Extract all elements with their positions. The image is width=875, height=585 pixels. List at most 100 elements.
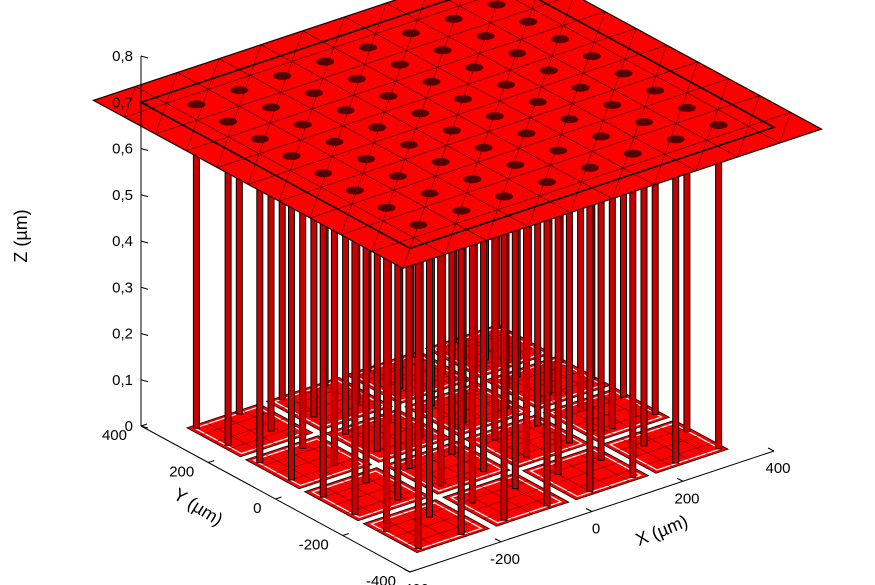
pillar — [543, 181, 551, 507]
top-mesh-diagonal — [155, 72, 178, 135]
bottom-mesh-line — [576, 452, 631, 482]
pillar-head-mesh — [474, 143, 493, 152]
pillar-head-mesh — [465, 63, 484, 72]
pillar-head-mesh — [347, 74, 366, 83]
x-tick-label: -400 — [399, 581, 429, 585]
top-mesh-diagonal — [570, 28, 637, 213]
pillar-head-mesh — [377, 203, 396, 212]
z-tick — [140, 101, 149, 105]
pillar-head-mesh — [433, 46, 452, 55]
y-tick-label: 0 — [253, 500, 261, 517]
bottom-mesh-line — [549, 460, 622, 486]
pillar-head-mesh — [400, 140, 418, 149]
pillar-head-mesh — [508, 49, 527, 58]
pillar-head-mesh — [357, 155, 376, 163]
x-tick — [676, 477, 684, 482]
pillar-head-mesh — [580, 163, 599, 172]
x-tick-label: -200 — [490, 551, 520, 568]
y-tick-label: -200 — [299, 537, 329, 554]
pillar-head-mesh — [336, 106, 355, 115]
pillar-head-mesh — [476, 32, 495, 41]
top-plate-frame — [138, 0, 777, 250]
pillar-head-mesh — [485, 112, 504, 121]
pillar-head-mesh — [506, 160, 525, 169]
z-tick-label: 0,2 — [112, 326, 133, 343]
pillar — [586, 167, 594, 493]
z-tick — [140, 148, 149, 151]
pillar-head-mesh — [230, 86, 249, 95]
pillar-head-mesh — [452, 206, 471, 215]
pillar-head-mesh — [560, 115, 579, 124]
pillar-head-mesh — [444, 14, 463, 23]
x-tick — [767, 447, 775, 452]
pillar-head-mesh — [273, 71, 292, 80]
y-tick — [409, 569, 417, 573]
pillar-head-mesh — [409, 220, 428, 229]
pillar-head-mesh — [666, 135, 685, 144]
pillar-head-mesh — [282, 152, 301, 161]
top-mesh-diagonal — [737, 95, 760, 158]
pillar — [672, 138, 680, 464]
bottom-mesh-line — [656, 425, 711, 456]
z-tick — [140, 379, 149, 383]
pillar-head-mesh — [431, 158, 450, 166]
pillar-head-mesh — [519, 17, 538, 26]
pillar — [457, 210, 465, 535]
z-tick — [140, 425, 149, 429]
bottom-mesh-line — [259, 442, 332, 468]
bottom-block-border — [310, 470, 425, 519]
pillar-head-mesh — [592, 132, 611, 141]
pillar-head-mesh — [411, 109, 430, 118]
z-tick — [140, 55, 149, 59]
bottom-mesh-line — [299, 441, 354, 471]
pillar-head-mesh — [314, 169, 333, 178]
pillar — [629, 153, 637, 478]
pillar-head-mesh — [293, 120, 312, 129]
bottom-mesh-line — [628, 434, 702, 459]
bottom-block-border — [252, 438, 366, 487]
z-axis-label: Z (µm) — [11, 209, 31, 262]
pillar-head-mesh — [538, 178, 556, 187]
pillar-head-mesh — [582, 52, 601, 61]
x-tick — [585, 508, 593, 512]
pillar-head-mesh — [304, 89, 323, 98]
x-tick-label: 200 — [674, 490, 699, 507]
pillar-head-mesh — [454, 95, 473, 103]
pillar-head-mesh — [359, 43, 377, 52]
pillar — [414, 224, 422, 550]
pillar-head-mesh — [420, 189, 439, 198]
z-tick-label: 0,3 — [112, 279, 133, 296]
z-tick-label: 0,7 — [112, 94, 133, 111]
pillar-head-mesh — [345, 186, 364, 195]
pillar-head-mesh — [262, 103, 280, 112]
top-mesh-diagonal — [779, 112, 791, 144]
bottom-mesh-line — [331, 481, 404, 507]
pillar-head-mesh — [379, 92, 398, 101]
pillar-head-mesh — [517, 129, 536, 138]
pillar-head-mesh — [316, 57, 335, 66]
z-tick-label: 0,5 — [112, 187, 133, 204]
top-mesh-diagonal — [124, 86, 136, 118]
pillar-head-mesh — [549, 146, 568, 155]
pillar-head-mesh — [463, 175, 482, 184]
top-plate-layer — [91, 0, 824, 269]
z-tick-label: 0,1 — [112, 372, 133, 389]
y-axis-label: Y (µm) — [170, 484, 226, 530]
x-tick — [494, 538, 502, 543]
y-tick-label: 400 — [102, 427, 127, 444]
top-mesh-diagonal — [278, 16, 345, 202]
y-tick — [342, 533, 349, 536]
bottom-block-border — [369, 502, 483, 550]
pillar-head-mesh — [422, 77, 441, 86]
pillar-head-mesh — [623, 149, 642, 158]
pillar-head-mesh — [219, 117, 238, 126]
ticks-layer: 00,10,20,30,40,50,60,70,8-400-2000200400… — [102, 48, 791, 585]
pillar-head-mesh — [442, 126, 461, 135]
pillar-head-mesh — [551, 35, 570, 43]
pillar-head-mesh — [390, 60, 409, 69]
pillar-head-mesh — [635, 118, 653, 127]
pillar-head-mesh — [497, 80, 515, 89]
pillar-head-mesh — [646, 86, 665, 95]
